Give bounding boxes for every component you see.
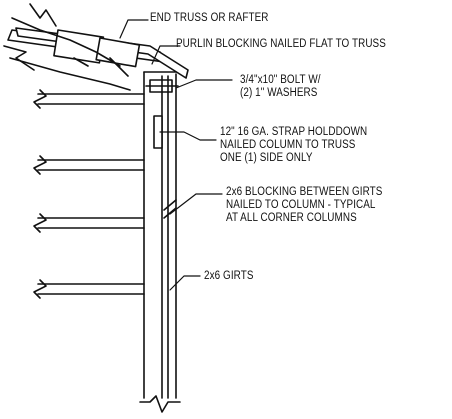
callout-blocking-line-2: NAILED TO COLUMN - TYPICAL	[226, 199, 376, 211]
truss-and-purlins	[3, 3, 189, 91]
girts	[33, 89, 145, 299]
callout-bolt: 3/4"x10" BOLT W/ (2) 1" WASHERS	[240, 74, 321, 100]
callout-end-truss: END TRUSS OR RAFTER	[150, 12, 269, 25]
callout-strap-line-2: NAILED COLUMN TO TRUSS	[220, 139, 356, 151]
callout-bolt-line-1: 3/4"x10" BOLT W/	[240, 74, 321, 86]
blocking-hatch	[163, 199, 177, 219]
column-break-line	[139, 395, 181, 413]
callout-blocking: 2x6 BLOCKING BETWEEN GIRTS NAILED TO COL…	[226, 186, 382, 225]
callout-purlin-blocking-line-1: PURLIN BLOCKING NAILED FLAT TO TRUSS	[176, 38, 386, 50]
callout-bolt-line-2: (2) 1" WASHERS	[240, 87, 318, 99]
leader-lines	[119, 19, 233, 291]
callout-blocking-line-1: 2x6 BLOCKING BETWEEN GIRTS	[226, 186, 383, 198]
callout-girts: 2x6 GIRTS	[204, 270, 254, 283]
callout-strap: 12" 16 GA. STRAP HOLDDOWN NAILED COLUMN …	[220, 126, 367, 165]
callout-blocking-line-3: AT ALL CORNER COLUMNS	[226, 212, 357, 224]
callout-girts-line-1: 2x6 GIRTS	[204, 270, 254, 282]
callout-strap-line-3: ONE (1) SIDE ONLY	[220, 152, 313, 164]
callout-strap-line-1: 12" 16 GA. STRAP HOLDDOWN	[220, 126, 368, 138]
callout-purlin-blocking: PURLIN BLOCKING NAILED FLAT TO TRUSS	[176, 38, 386, 51]
callout-end-truss-line-1: END TRUSS OR RAFTER	[150, 12, 269, 24]
